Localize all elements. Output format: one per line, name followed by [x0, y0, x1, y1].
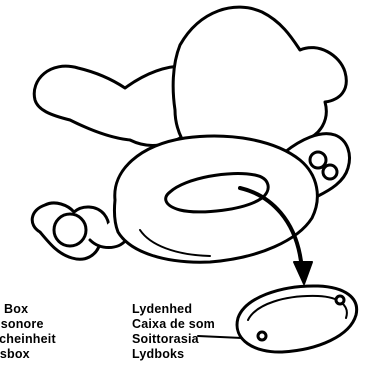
hand-ring-icon: [54, 214, 86, 246]
label-line: r sonore: [0, 317, 56, 332]
screw-icon: [336, 296, 344, 304]
sound-box-labels-right: Lydenhed Caixa de som Soittorasia Lydbok…: [132, 302, 215, 362]
label-line: scheinheit: [0, 332, 56, 347]
screw-icon: [258, 332, 266, 340]
sound-box-labels-left: Box r sonore scheinheit dsbox: [0, 302, 56, 362]
label-line: Lydenhed: [132, 302, 215, 317]
label-line: Lydboks: [132, 347, 215, 362]
arrow-head-icon: [294, 262, 312, 284]
label-line: dsbox: [0, 347, 56, 362]
foot-spiral-icon: [310, 152, 326, 168]
label-line: Box: [0, 302, 56, 317]
label-line: Soittorasia: [132, 332, 215, 347]
foot-spiral-icon: [323, 165, 337, 179]
label-line: Caixa de som: [132, 317, 215, 332]
